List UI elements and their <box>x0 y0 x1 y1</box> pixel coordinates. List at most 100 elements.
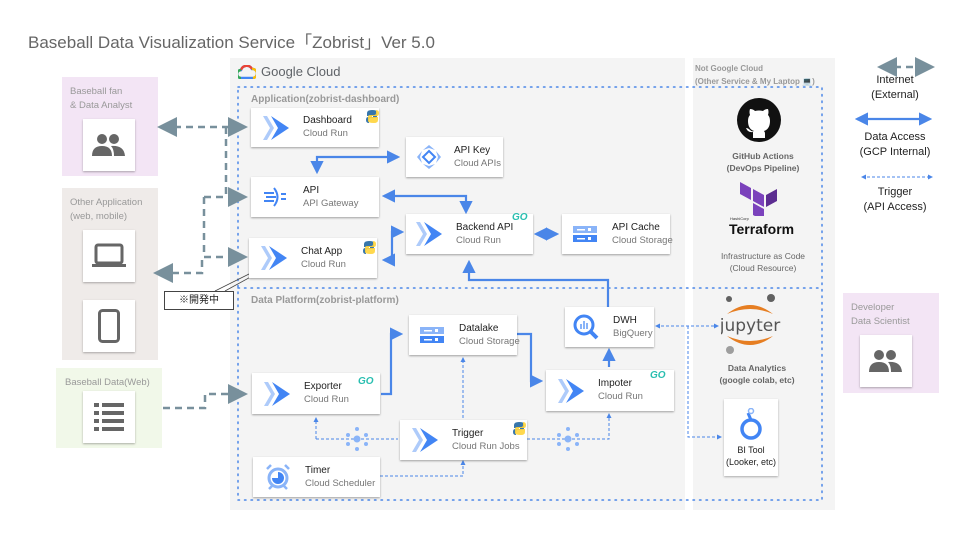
fan-label-line1: Baseball fan <box>70 86 123 97</box>
jupyter-label-line1: Data Analytics <box>727 363 787 373</box>
go-language-badge: GO <box>358 376 374 387</box>
service-name: Exporter <box>304 381 342 392</box>
developer-icon-box <box>860 335 912 387</box>
developer-label: Developer Data Scientist <box>851 301 939 329</box>
developer-label-line1: Developer <box>851 302 895 313</box>
google-cloud-logo: Google Cloud <box>238 64 341 79</box>
list-icon-box <box>83 391 135 443</box>
github-label-line2: (DevOps Pipeline) <box>726 163 800 173</box>
service-name: API Key <box>454 144 491 156</box>
service-type: Cloud Run <box>456 234 501 246</box>
cloud-run-icon <box>408 423 442 457</box>
api-gateway-icon <box>259 180 293 214</box>
looker-icon <box>740 407 762 440</box>
trigger-link-to-impoter <box>527 413 612 440</box>
bi-tool-box[interactable]: BI Tool (Looker, etc) <box>724 399 778 476</box>
terraform-label: Infrastructure as Code (Cloud Resource) <box>700 250 826 274</box>
legend-trigger-line1: Trigger <box>877 186 913 198</box>
other-app-label-line2: (web, mobile) <box>70 211 128 222</box>
bi-tool-label-line2: (Looker, etc) <box>725 456 777 467</box>
service-name: Dashboard <box>303 115 352 126</box>
service-type: API Gateway <box>303 197 359 209</box>
people-icon <box>869 350 902 372</box>
service-type: Cloud Storage <box>459 335 520 347</box>
service-type: Cloud Run Jobs <box>452 440 520 452</box>
service-type: Cloud Run <box>303 128 348 139</box>
list-icon <box>94 403 124 431</box>
bigquery-icon <box>569 310 603 344</box>
legend-internet-line2: (External) <box>871 89 919 101</box>
data-link-dwh-backend <box>462 259 610 310</box>
internet-link-to-other-app <box>153 260 204 283</box>
service-name: Trigger <box>452 427 484 439</box>
legend-internet-line1: Internet <box>876 74 914 86</box>
go-language-badge: GO <box>512 212 528 223</box>
service-name: Backend API <box>456 221 514 233</box>
jupyter-label-line2: (google colab, etc) <box>719 375 795 385</box>
github-icon <box>737 98 781 142</box>
fan-label-line2: & Data Analyst <box>70 100 133 111</box>
service-name: Timer <box>305 464 331 476</box>
cloud-run-icon <box>259 111 293 145</box>
cloud-run-icon <box>412 217 446 251</box>
data-link-chat-backend <box>381 225 405 267</box>
internet-link-data-exporter <box>163 384 248 410</box>
google-cloud-label: Google Cloud <box>261 64 341 79</box>
terraform-brand: Terraform <box>729 221 795 237</box>
service-name: DWH <box>613 314 637 326</box>
not-gcp-title-line1: Not Google Cloud <box>695 64 763 73</box>
terraform-icon <box>740 182 777 216</box>
service-type: Cloud APIs <box>454 157 501 169</box>
jupyter-text: jupyter <box>721 316 780 336</box>
github-label-line1: GitHub Actions <box>732 151 794 161</box>
fan-icon-box <box>83 119 135 171</box>
hub-icon-left <box>346 427 368 451</box>
service-name: API Cache <box>612 221 660 233</box>
people-icon <box>92 134 125 156</box>
trigger-link-dwh-bitool <box>687 326 722 440</box>
python-icon <box>363 241 376 254</box>
mobile-icon-box <box>83 300 135 352</box>
laptop-icon-box <box>83 230 135 282</box>
cloud-storage-icon <box>568 217 602 251</box>
legend-trigger: Trigger (API Access) <box>855 185 935 215</box>
baseball-data-label: Baseball Data(Web) <box>65 377 150 388</box>
python-icon <box>513 422 526 435</box>
outer-dotted-boundary <box>237 86 823 501</box>
cloud-scheduler-icon <box>261 460 295 494</box>
terraform-label-line2: (Cloud Resource) <box>729 263 797 273</box>
service-type: Cloud Run <box>301 258 346 270</box>
cloud-apis-icon <box>412 140 446 174</box>
terraform-label-line1: Infrastructure as Code <box>720 251 806 261</box>
legend-data-access-line2: (GCP Internal) <box>859 146 931 158</box>
other-app-label-line1: Other Application <box>70 197 143 208</box>
cloud-storage-icon <box>415 318 449 352</box>
bi-tool-label-line1: BI Tool <box>737 444 765 455</box>
laptop-icon <box>92 243 126 267</box>
cloud-run-icon <box>257 241 291 275</box>
hashicorp-label: HashiCorp <box>730 216 749 221</box>
data-link-exporter-datalake <box>381 327 404 396</box>
diagram-title: Baseball Data Visualization Service「Zobr… <box>28 33 435 52</box>
internet-link-fan-api <box>224 127 248 207</box>
not-gcp-title: Not Google Cloud (Other Service & My Lap… <box>695 62 815 88</box>
application-section-label: Application(zobrist-dashboard) <box>251 94 400 105</box>
internet-link-app-chat <box>202 197 248 267</box>
service-type: Cloud Storage <box>612 234 673 246</box>
in-development-callout: ※開発中 <box>164 291 234 310</box>
go-language-badge: GO <box>650 370 666 381</box>
data-platform-section-label: Data Platform(zobrist-platform) <box>251 295 399 306</box>
